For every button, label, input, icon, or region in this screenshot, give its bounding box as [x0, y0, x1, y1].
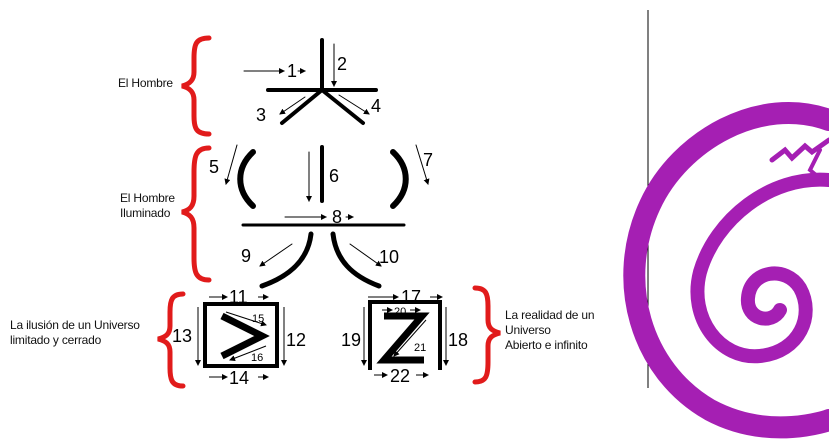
stroke-number-17: 17: [401, 287, 421, 307]
stroke-number-21: 21: [414, 342, 426, 354]
stroke-number-7: 7: [423, 150, 433, 170]
bracket-hombre-icon: [181, 35, 212, 137]
stroke-number-12: 12: [286, 330, 306, 350]
label-el-hombre-iluminado: El Hombre Iluminado: [120, 191, 175, 220]
label-realidad-universo: La realidad de un Universo Abierto e inf…: [505, 308, 595, 352]
stroke-number-22: 22: [390, 366, 410, 386]
stroke-number-4: 4: [371, 96, 381, 116]
stroke-number-1: 1: [287, 61, 297, 81]
stroke-numbers: 1 2 3 4 5 6 7 8 9 10 11 12 13 14 15 16 1…: [172, 54, 468, 388]
label-el-hombre: El Hombre: [118, 76, 173, 90]
stroke-number-18: 18: [448, 330, 468, 350]
spiral-icon: [623, 102, 829, 439]
figure-hombre-iluminado: [224, 144, 430, 289]
stroke-number-3: 3: [256, 105, 266, 125]
stroke-number-5: 5: [209, 157, 219, 177]
stroke-number-9: 9: [241, 246, 251, 266]
bracket-ilusion-icon: [157, 291, 186, 389]
bracket-realidad-icon: [472, 285, 501, 385]
label-ilusion-universo: La ilusión de un Universo limitado y cer…: [10, 318, 140, 347]
stroke-number-14: 14: [229, 368, 249, 388]
stroke-number-15: 15: [252, 313, 264, 325]
stroke-number-11: 11: [229, 287, 248, 307]
stroke-number-8: 8: [332, 207, 342, 227]
stroke-number-19: 19: [341, 330, 361, 350]
figure-hombre: [243, 38, 378, 125]
stroke-number-10: 10: [379, 247, 399, 267]
figure-universo-cerrado: [195, 294, 287, 380]
stroke-number-2: 2: [337, 54, 347, 74]
stroke-number-16: 16: [251, 352, 263, 364]
stroke-number-13: 13: [172, 326, 192, 346]
bracket-iluminado-icon: [181, 145, 212, 283]
stroke-number-20: 20: [394, 306, 406, 318]
figure-universo-abierto: [361, 294, 449, 378]
stroke-number-6: 6: [329, 166, 339, 186]
